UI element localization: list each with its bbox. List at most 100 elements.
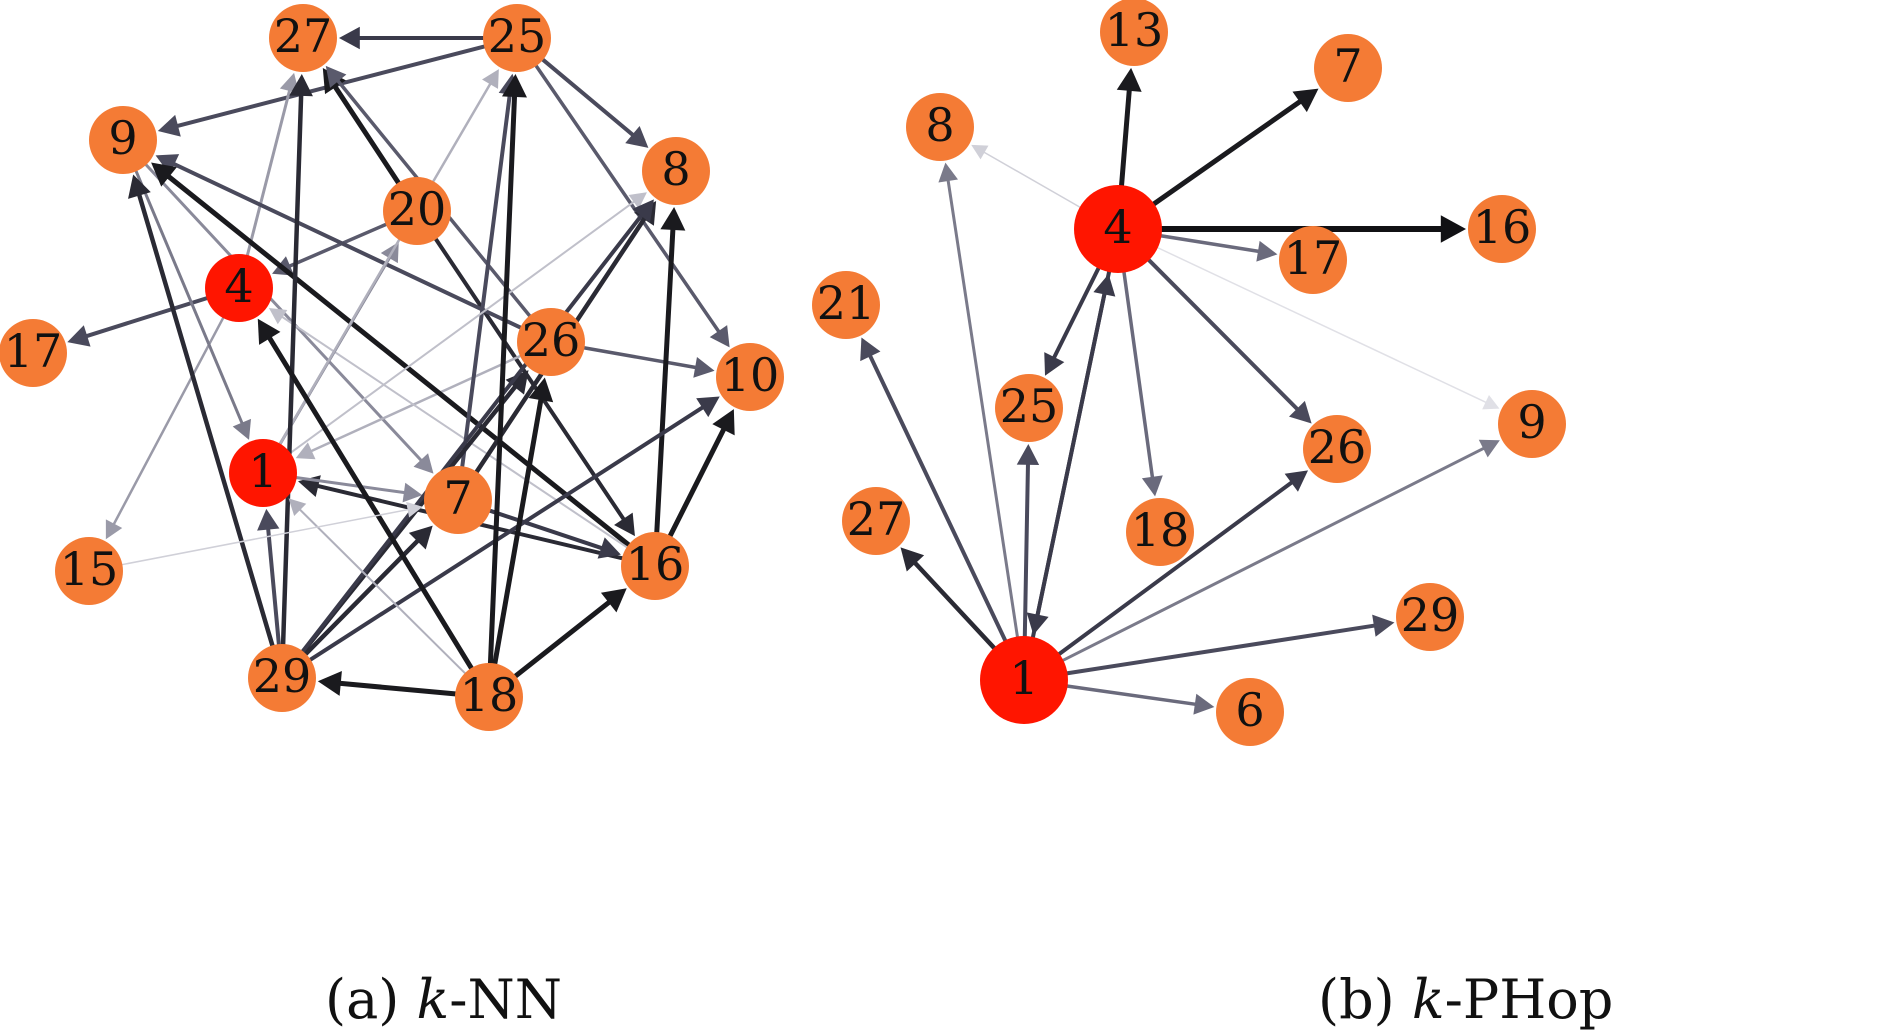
edge-15-to-7: [121, 501, 423, 566]
node-1: 1: [980, 636, 1068, 724]
node-circle: [424, 466, 492, 534]
edge-29-to-7: [303, 525, 433, 657]
node-label: 26: [1308, 420, 1367, 474]
node-circle: [1303, 415, 1371, 483]
edge-1-to-25: [278, 69, 499, 445]
node-label: 9: [108, 111, 137, 165]
node-label: 27: [847, 492, 906, 546]
node-circle: [269, 4, 337, 72]
node-26: 26: [517, 308, 585, 376]
node-label: 18: [1131, 503, 1190, 557]
node-label: 13: [1105, 3, 1164, 57]
node-circle: [383, 177, 451, 245]
node-label: 1: [248, 444, 277, 498]
node-circle: [995, 374, 1063, 442]
edge-18-to-16: [513, 588, 627, 679]
edge-4-to-17: [1159, 234, 1278, 262]
edge-1-to-8: [289, 192, 647, 454]
node-label: 8: [925, 98, 954, 152]
knn-edges: [67, 26, 735, 697]
node-4: 4: [1074, 185, 1162, 273]
node-circle: [55, 537, 123, 605]
node-label: 20: [388, 182, 447, 236]
edge-18-to-25: [487, 73, 527, 666]
edge-29-to-10: [308, 396, 720, 662]
edge-4-to-9: [1157, 246, 1500, 410]
node-circle: [906, 93, 974, 161]
node-label: 29: [253, 649, 312, 703]
node-circle: [1126, 498, 1194, 566]
node-16: 16: [621, 532, 689, 600]
node-26: 26: [1303, 415, 1371, 483]
node-label: 25: [488, 9, 547, 63]
edge-29-to-9: [128, 174, 275, 648]
node-15: 15: [55, 537, 123, 605]
edge-16-to-4: [268, 308, 628, 549]
node-4: 4: [205, 254, 273, 322]
edge-18-to-4: [257, 318, 474, 671]
edge-20-to-16: [433, 237, 635, 537]
edge-1-to-9: [1061, 439, 1500, 662]
node-circle: [642, 137, 710, 205]
node-label: 21: [817, 276, 876, 330]
node-8: 8: [906, 93, 974, 161]
edge-9-to-1: [134, 169, 251, 440]
node-21: 21: [812, 271, 880, 339]
node-17: 17: [0, 319, 67, 387]
node-7: 7: [1314, 34, 1382, 102]
edge-29-to-1: [257, 508, 281, 647]
node-circle: [1216, 678, 1284, 746]
node-label: 7: [1333, 39, 1362, 93]
edge-16-to-9: [151, 162, 631, 548]
edge-18-to-26: [492, 377, 554, 667]
edge-29-to-27: [280, 73, 313, 647]
node-27: 27: [842, 487, 910, 555]
node-label: 1: [1009, 651, 1038, 705]
node-circle: [0, 319, 67, 387]
edge-1-to-6: [1065, 684, 1215, 715]
node-29: 29: [1396, 583, 1464, 651]
node-circle: [483, 4, 551, 72]
edge-4-to-17: [67, 296, 209, 347]
node-label: 26: [522, 313, 581, 367]
node-circle: [455, 663, 523, 731]
edge-1-to-29: [1065, 614, 1395, 676]
node-label: 17: [4, 324, 63, 378]
node-circle: [812, 271, 880, 339]
edge-26-to-10: [582, 346, 715, 378]
edge-4-to-8: [971, 144, 1081, 208]
node-circle: [1279, 226, 1347, 294]
edge-20-to-4: [272, 222, 388, 276]
node-label: 6: [1235, 683, 1264, 737]
node-10: 10: [716, 343, 784, 411]
node-17: 17: [1279, 226, 1347, 294]
node-18: 18: [455, 663, 523, 731]
node-label: 15: [60, 542, 119, 596]
node-9: 9: [1498, 390, 1566, 458]
edge-4-to-25: [1044, 266, 1101, 376]
node-label: 29: [1401, 588, 1460, 642]
node-circle: [842, 487, 910, 555]
caption-kphop: (b) k-PHop: [1318, 968, 1613, 1030]
node-29: 29: [248, 644, 316, 712]
node-circle: [716, 343, 784, 411]
edge-1-to-7: [295, 476, 423, 503]
edge-1-to-26: [1057, 470, 1309, 656]
node-circle: [1396, 583, 1464, 651]
edge-25-to-8: [541, 57, 649, 148]
node-label: 25: [1000, 379, 1059, 433]
edge-29-to-8: [300, 199, 654, 654]
edge-26-to-1: [295, 354, 522, 460]
edge-4-to-13: [1116, 67, 1142, 188]
node-label: 9: [1517, 395, 1546, 449]
node-circle: [1100, 0, 1168, 66]
edge-1-to-21: [860, 337, 1008, 643]
node-6: 6: [1216, 678, 1284, 746]
edge-4-to-7: [1151, 88, 1319, 207]
edge-1-to-4: [1030, 274, 1116, 639]
node-circle: [1074, 185, 1162, 273]
